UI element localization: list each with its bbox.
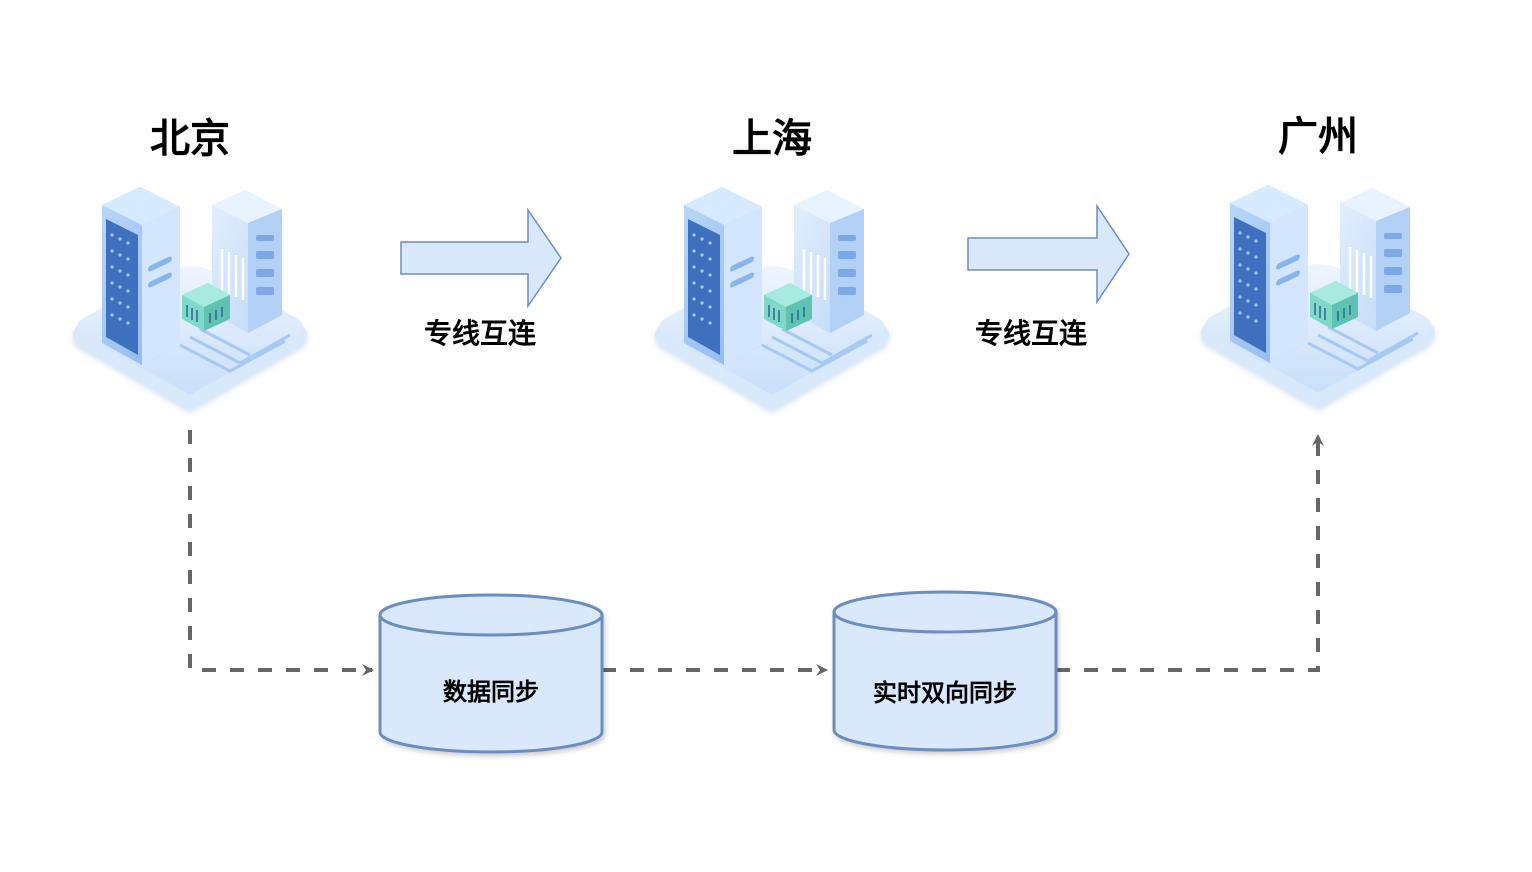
- link-shanghai-guangzhou: 专线互连: [967, 203, 1130, 350]
- datacenter-server-icon: [73, 187, 307, 410]
- sync-path: [188, 430, 1324, 676]
- block-arrow-icon: [967, 203, 1130, 305]
- datacenter-server-icon: [655, 187, 889, 410]
- node-title: 北京: [150, 116, 230, 162]
- datacenter-server-icon: [1201, 185, 1435, 408]
- node-guangzhou: 广州: [1201, 114, 1435, 408]
- node-title: 广州: [1278, 114, 1358, 160]
- dashed-arrow-beijing-db1: [188, 430, 374, 676]
- db-label: 数据同步: [443, 678, 539, 706]
- dashed-arrow-db2-guangzhou: [1056, 434, 1324, 672]
- sync-db-2: 实时双向同步: [832, 590, 1058, 752]
- node-title: 上海: [732, 116, 812, 162]
- node-shanghai: 上海: [655, 116, 889, 410]
- link-label: 专线互连: [424, 317, 537, 350]
- db-label: 实时双向同步: [873, 679, 1017, 707]
- block-arrow-icon: [400, 207, 562, 309]
- link-label: 专线互连: [975, 317, 1088, 350]
- link-beijing-shanghai: 专线互连: [400, 207, 562, 350]
- sync-db-1: 数据同步: [378, 593, 604, 754]
- node-beijing: 北京: [73, 116, 307, 410]
